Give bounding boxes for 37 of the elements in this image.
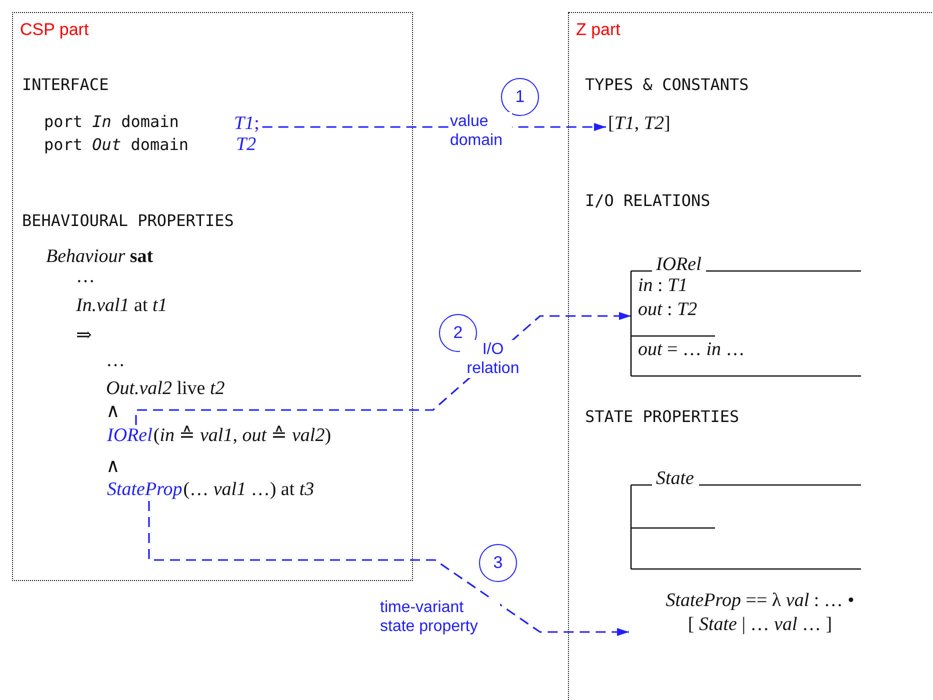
section-heading: INTERFACE <box>22 74 109 96</box>
math-term: [T1, T2] <box>608 113 670 135</box>
formula-line: In.val1 at t1 <box>76 295 168 317</box>
section-heading: BEHAVIOURAL PROPERTIES <box>22 210 234 232</box>
section-heading: TYPES & CONSTANTS <box>585 74 749 96</box>
port-declaration: port In domain <box>44 111 179 133</box>
formula-line: Behaviour sat <box>46 246 154 268</box>
math-term: T1; <box>234 113 260 135</box>
callout-number: 3 <box>479 544 517 582</box>
section-heading: I/O RELATIONS <box>585 190 710 212</box>
dotted-panel <box>568 12 933 700</box>
port-declaration: port Out domain <box>44 134 189 156</box>
and-symbol: ∧ <box>106 401 120 423</box>
formula-line: Out.val2 live t2 <box>106 378 225 400</box>
definition-line: [ State | … val … ] <box>686 613 834 637</box>
implies-symbol: ⇒ <box>76 325 92 347</box>
schema-name: IORel <box>656 254 702 276</box>
formula-line: (… val1 …) at t3 <box>183 479 314 501</box>
section-heading: STATE PROPERTIES <box>585 406 740 428</box>
declaration: out : T2 <box>638 299 698 321</box>
ellipsis: … <box>106 350 125 372</box>
panel-title: CSP part <box>20 20 89 40</box>
type-name: T2 <box>236 134 256 156</box>
formula-line: (in ≙ val1, out ≙ val2) <box>153 425 332 447</box>
schema-name: State <box>656 468 694 490</box>
definition-line: StateProp == λ val : … • <box>664 589 856 613</box>
panel-title: Z part <box>576 20 620 40</box>
ellipsis: … <box>76 266 95 288</box>
dashed-arrow <box>148 501 629 636</box>
dotted-panel <box>12 12 413 581</box>
declaration: in : T1 <box>638 275 688 297</box>
dashed-arrow <box>135 312 631 425</box>
and-symbol: ∧ <box>106 456 120 478</box>
math-term: IORel <box>107 425 152 447</box>
math-term: StateProp <box>107 479 182 501</box>
predicate: out = … in … <box>638 339 745 361</box>
edge-label: time-variant state property <box>380 598 500 636</box>
